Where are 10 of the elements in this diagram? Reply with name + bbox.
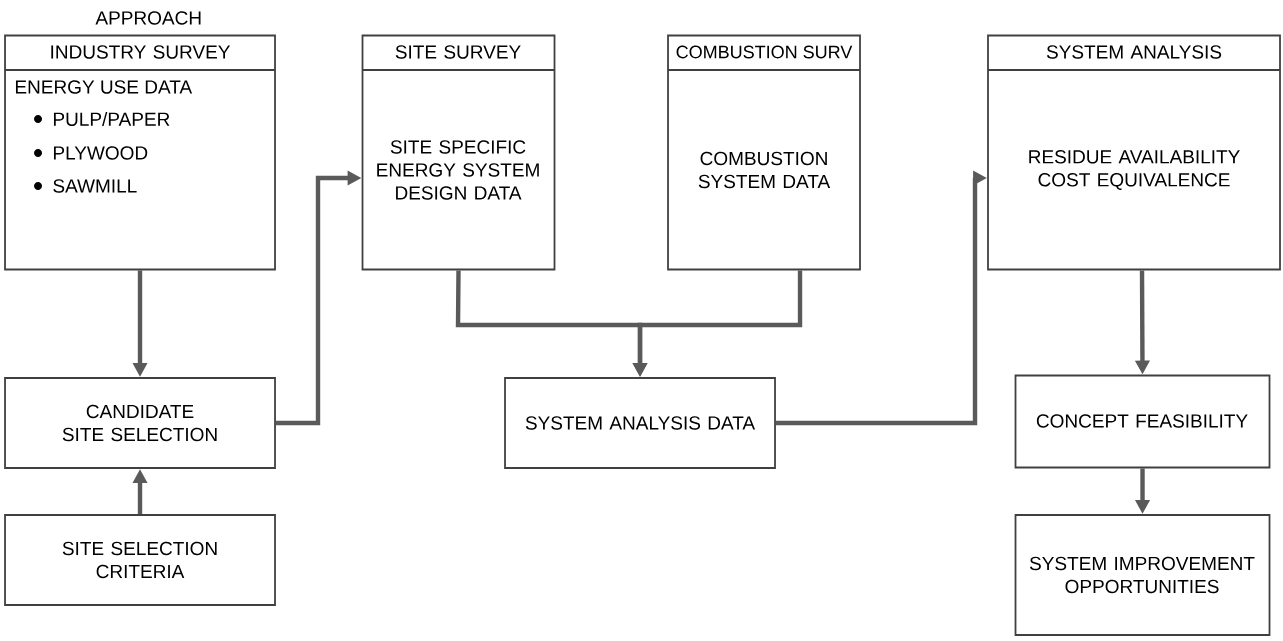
process-box: SYSTEM IMPROVEMENT OPPORTUNITIES bbox=[1014, 514, 1271, 636]
process-box: CONCEPT FEASIBILITY bbox=[1014, 374, 1271, 469]
process-box: CANDIDATE SITE SELECTION bbox=[4, 377, 276, 469]
titled-box: SITE SURVEY SITE SPECIFIC ENERGY SYSTEM DESIGN DATA bbox=[361, 34, 556, 271]
process-box: SYSTEM ANALYSIS DATA bbox=[504, 377, 776, 469]
titled-box: INDUSTRY SURVEY ENERGY USE DATA PULP/PAPER PLYWOOD SAWMILL bbox=[4, 34, 276, 271]
heading: APPROACH bbox=[95, 11, 201, 25]
titled-box: COMBUSTION SURV COMBUSTION SYSTEM DATA bbox=[667, 34, 861, 271]
titled-box: SYSTEM ANALYSIS RESIDUE AVAILABILITY COST EQUIVALENCE bbox=[987, 34, 1281, 271]
process-box: SITE SELECTION CRITERIA bbox=[4, 514, 276, 606]
